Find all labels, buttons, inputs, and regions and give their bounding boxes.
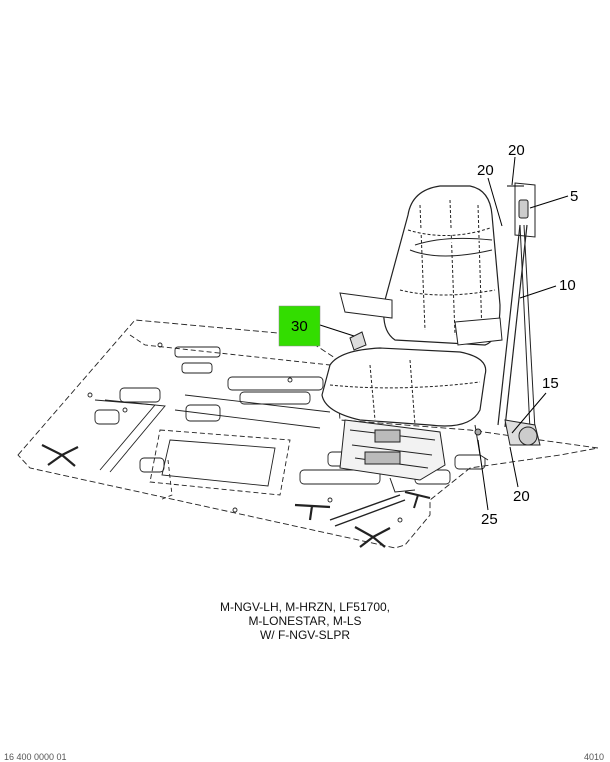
callout-25[interactable]: 25 — [481, 511, 498, 528]
callout-15[interactable]: 15 — [542, 375, 559, 392]
model-caption: M-NGV-LH, M-HRZN, LF51700, M-LONESTAR, M… — [0, 600, 610, 642]
callout-20-lower[interactable]: 20 — [513, 488, 530, 505]
drawing-number: 16 400 0000 01 — [4, 752, 67, 762]
leader-lines — [319, 156, 569, 511]
callout-20-top[interactable]: 20 — [508, 142, 525, 159]
callout-5[interactable]: 5 — [570, 188, 578, 205]
driver-seat — [321, 185, 503, 493]
drawing-revision: 4010 — [583, 752, 604, 762]
caption-line-1: M-NGV-LH, M-HRZN, LF51700, — [219, 600, 391, 614]
caption-line-3: W/ F-NGV-SLPR — [259, 628, 350, 642]
seat-belt-assembly — [474, 182, 541, 461]
floor-pan — [17, 319, 599, 549]
callout-20-belt[interactable]: 20 — [477, 162, 494, 179]
callout-30-highlight — [278, 305, 321, 347]
callout-30[interactable]: 30 — [291, 318, 308, 335]
callout-10[interactable]: 10 — [559, 277, 576, 294]
caption-line-2: M-LONESTAR, M-LS — [248, 614, 362, 628]
